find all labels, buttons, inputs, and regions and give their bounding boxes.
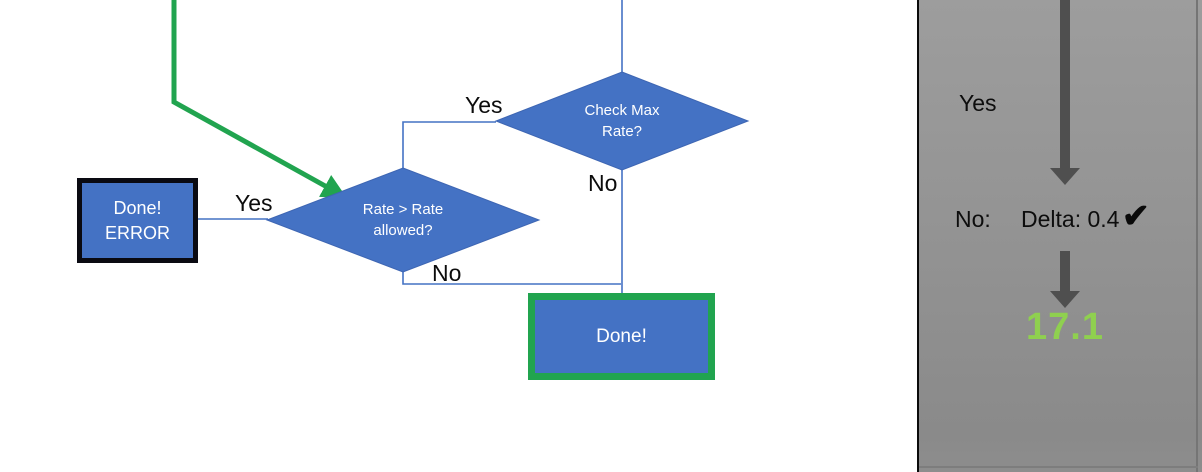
edge-label-check-max-no: No: [588, 170, 618, 196]
result-value: 17.1: [1026, 306, 1104, 348]
edge-label-check-max-yes: Yes: [465, 92, 503, 118]
checkmark-icon: ✔: [1122, 197, 1150, 234]
edge-label-rate-allowed-no: No: [432, 260, 462, 286]
connector-rate-allowed-no: [402, 272, 621, 285]
connector-check-max-yes: [402, 121, 496, 168]
side-panel: Yes No: Delta: 0.4 ✔ 17.1: [917, 0, 1202, 472]
done-box-label: Done!: [596, 325, 647, 347]
edge-label-rate-allowed-yes: Yes: [235, 190, 273, 216]
arrow-down-icon-small: [1060, 251, 1070, 291]
done-error-line2: ERROR: [104, 222, 170, 243]
panel-no-label: No:: [955, 206, 991, 232]
arrow-down-icon-head: [1050, 168, 1080, 185]
done-error-box: Done! ERROR: [77, 178, 198, 263]
panel-right-border: [1196, 0, 1198, 472]
arrow-down-icon: [1060, 0, 1070, 168]
panel-bottom-border: [919, 466, 1198, 468]
check-max-rate-diamond: [494, 71, 750, 171]
panel-delta-value: Delta: 0.4: [1021, 206, 1120, 232]
panel-yes-label: Yes: [959, 90, 997, 116]
arrow-down-icon-small-head: [1050, 291, 1080, 308]
done-box: Done!: [528, 293, 715, 380]
done-error-line1: Done!: [113, 198, 162, 219]
green-path-arrow: [171, 0, 347, 199]
rate-allowed-diamond: [265, 167, 541, 273]
